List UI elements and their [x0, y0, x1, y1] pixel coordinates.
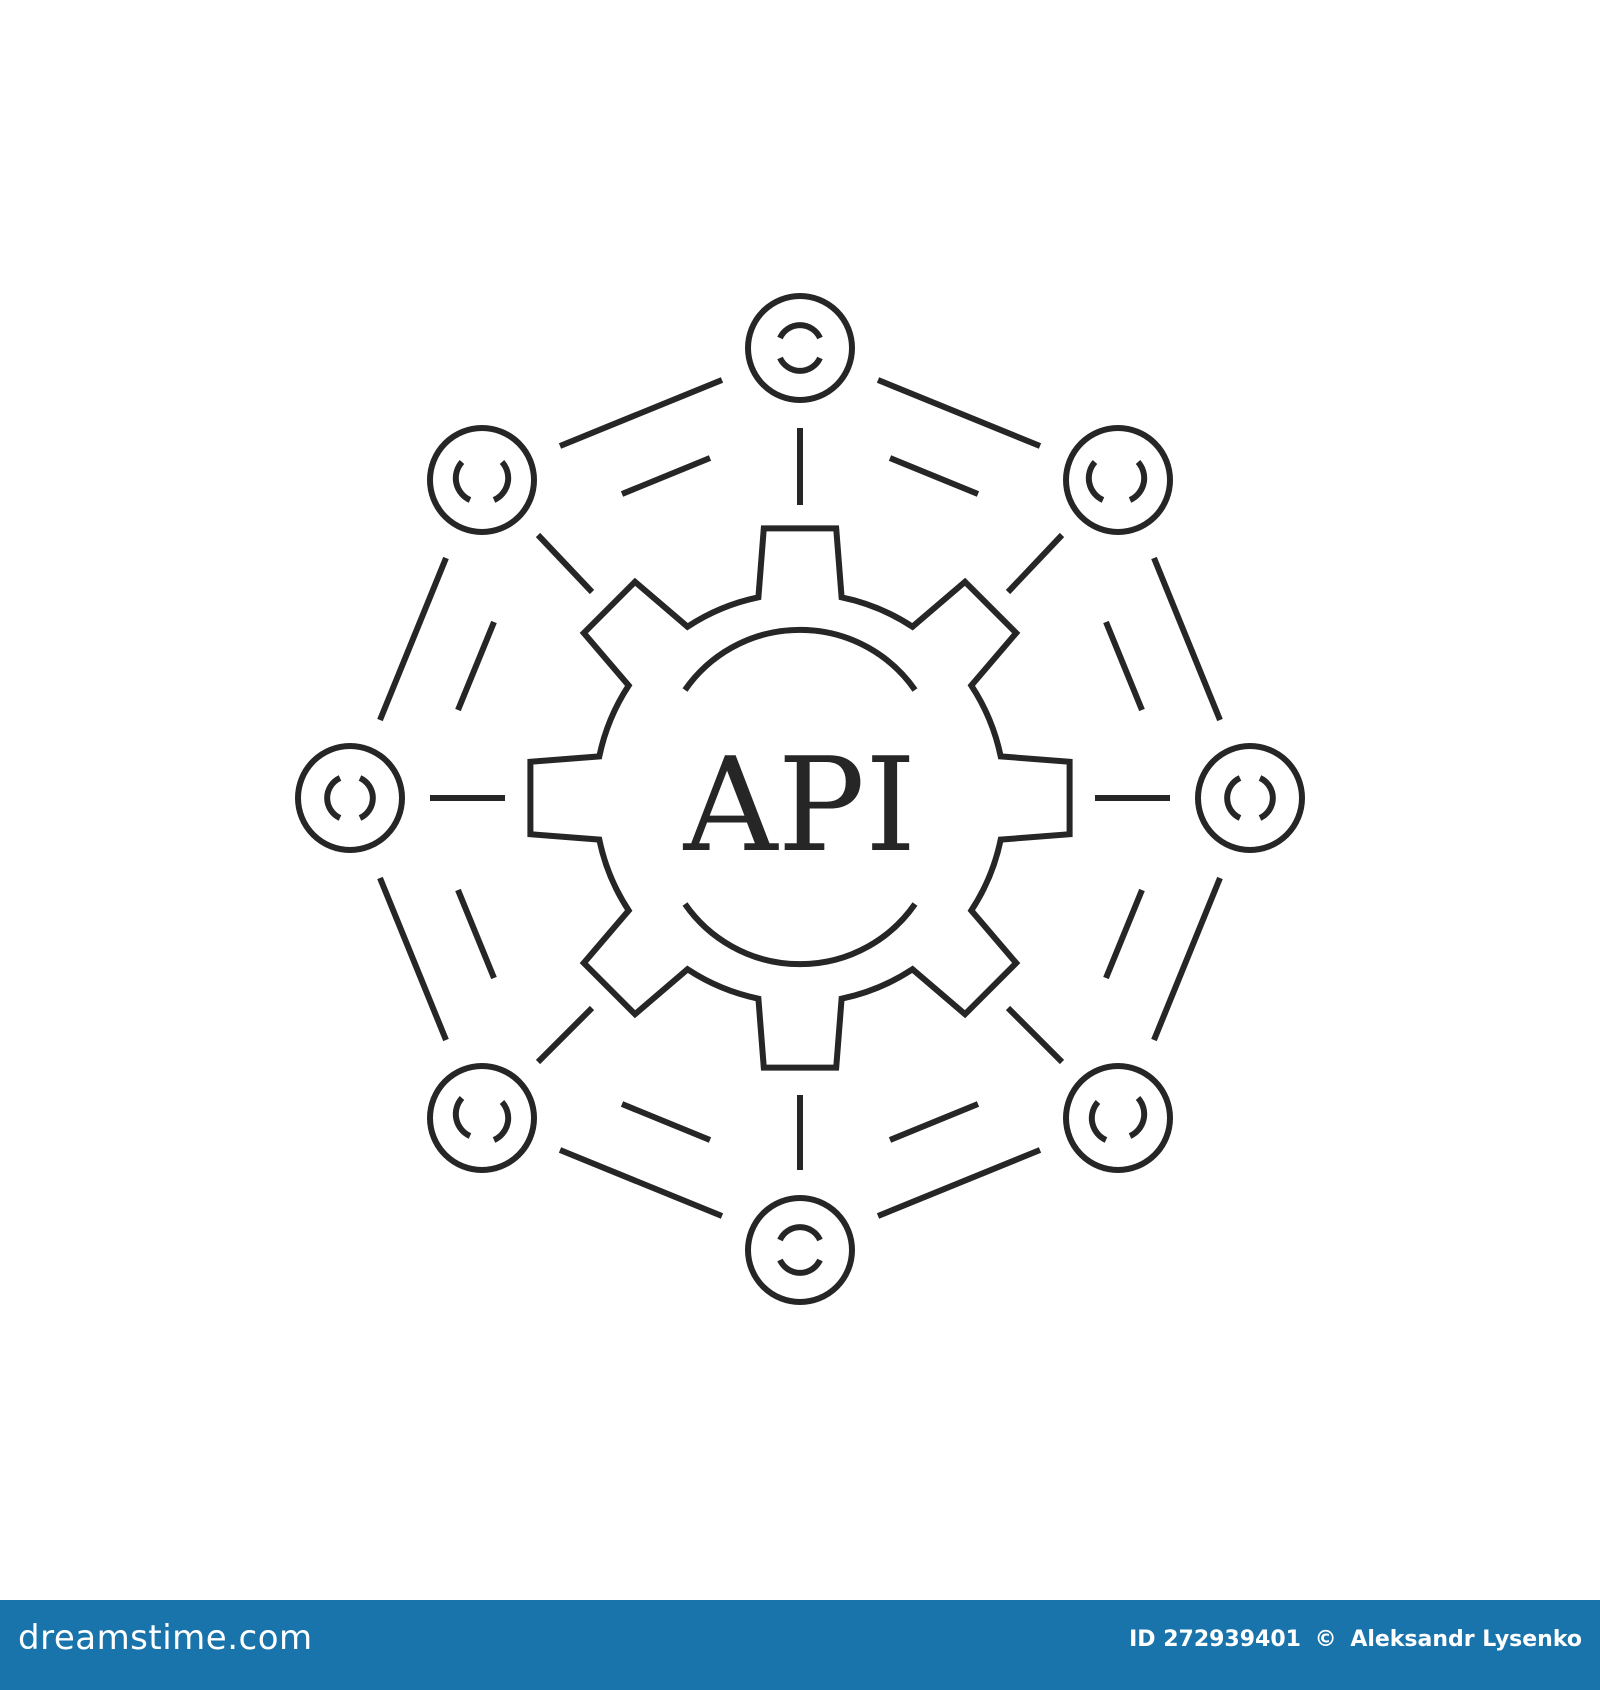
gear-inner-arc-top — [682, 626, 918, 692]
connector-ring — [377, 377, 1223, 1219]
node-top-right — [1063, 425, 1173, 535]
image-credit: ID 272939401 © Aleksandr Lysenko — [1123, 1625, 1582, 1655]
footer-bar: dreamstime.com ID 272939401 © Aleksandr … — [0, 1600, 1600, 1690]
node-bottom-left — [427, 1063, 537, 1173]
node-left — [295, 743, 405, 853]
api-label: API — [683, 729, 917, 881]
node-right — [1195, 743, 1305, 853]
image-id: ID 272939401 — [1129, 1627, 1301, 1652]
gear-inner-arc-bottom — [682, 902, 918, 968]
gear-icon — [527, 525, 1073, 1071]
connector-spokes — [430, 428, 1170, 1170]
node-top-left — [427, 425, 537, 535]
node-top — [745, 293, 855, 403]
node-bottom — [745, 1195, 855, 1305]
author-name: Aleksandr Lysenko — [1350, 1627, 1582, 1652]
api-network-icon: API — [295, 293, 1305, 1305]
copyright-icon: © — [1314, 1627, 1337, 1652]
dreamstime-logo: dreamstime.com — [18, 1618, 313, 1658]
node-bottom-right — [1063, 1063, 1173, 1173]
